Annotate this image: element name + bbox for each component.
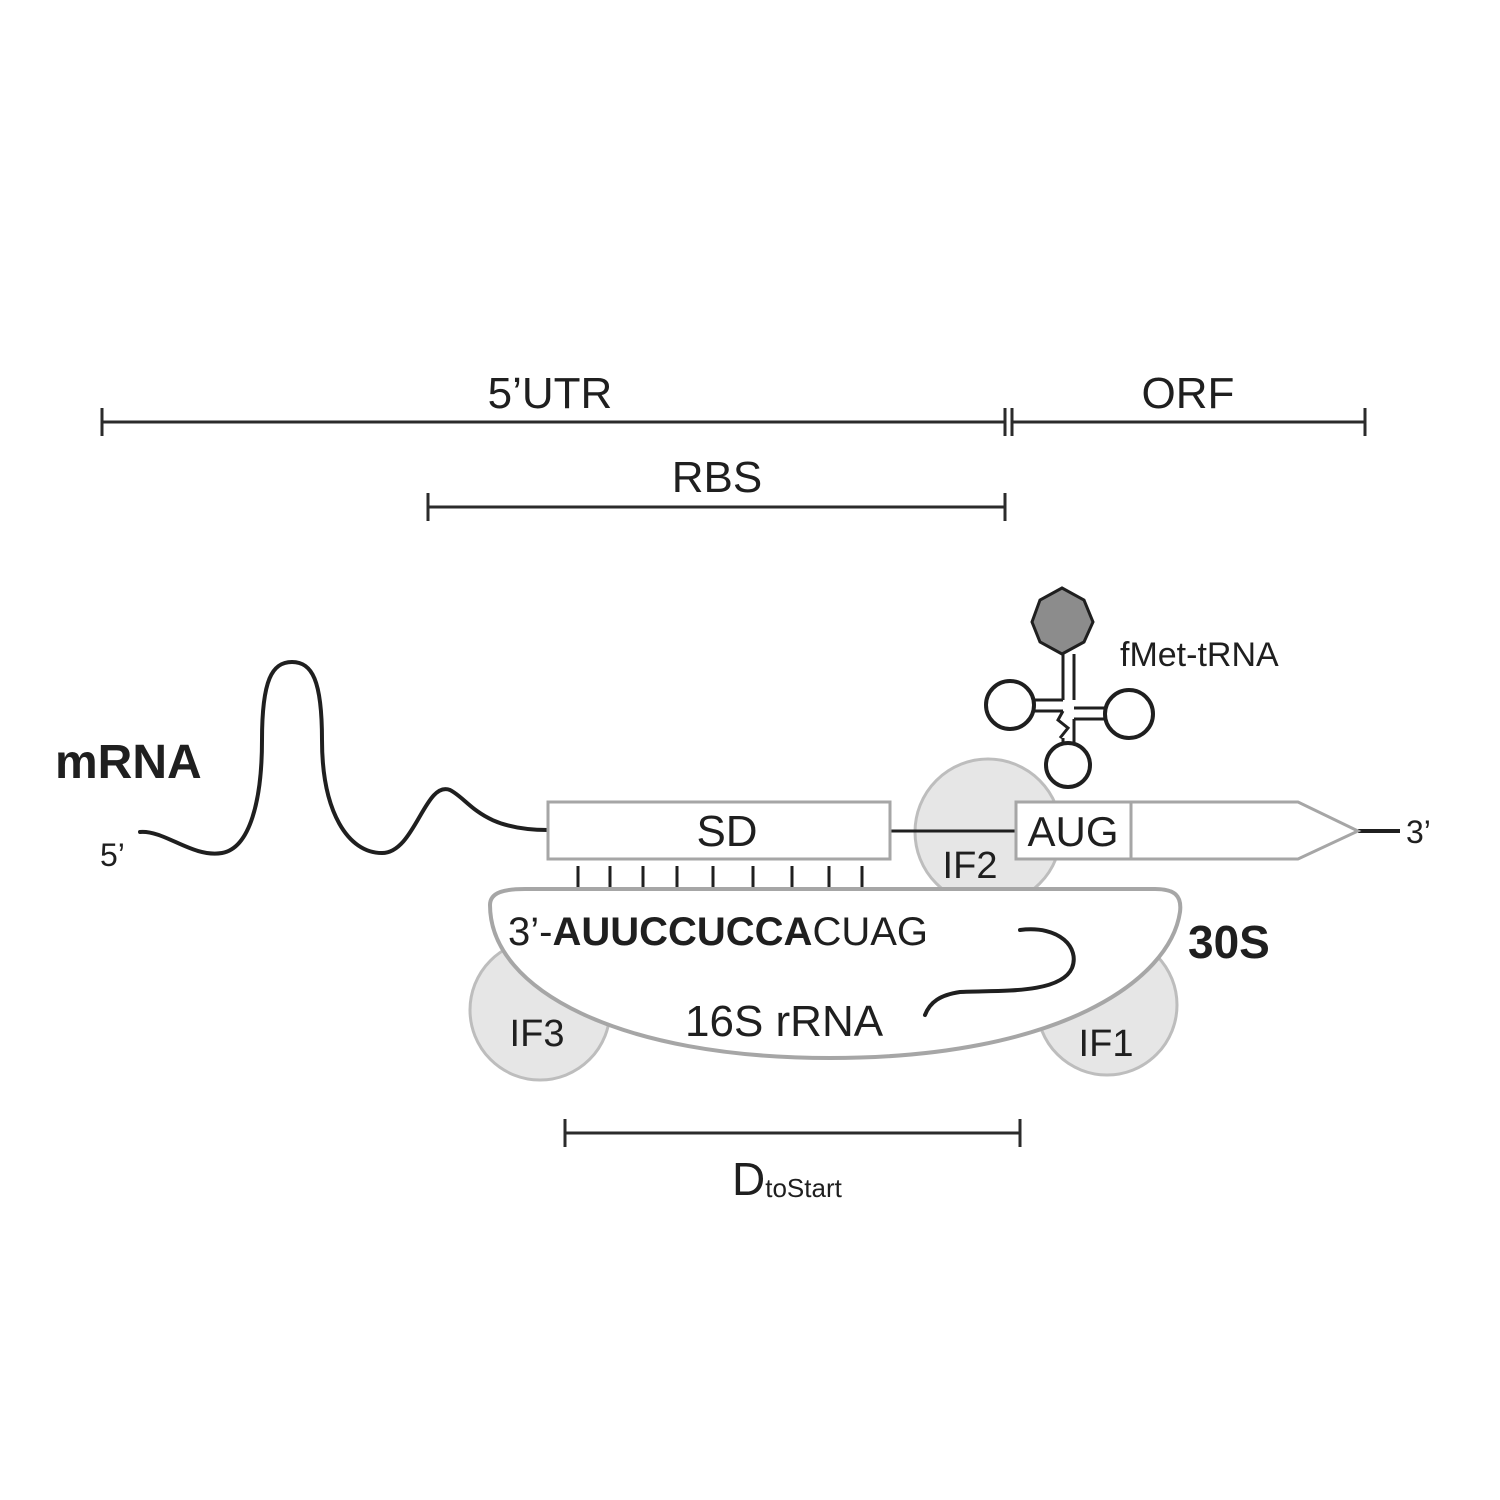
utr5-label: 5’UTR — [488, 369, 613, 418]
dtostart-subscript: toStart — [765, 1173, 842, 1203]
mrna-strand — [138, 659, 550, 856]
base-pairing-ticks — [576, 866, 864, 888]
ribosome-30s-subunit — [487, 887, 1183, 1061]
mrna-label: mRNA — [55, 736, 202, 789]
sd-complement-sequence: AUUCCUCCA — [552, 910, 812, 954]
mrna-3prime-label: 3’ — [1406, 814, 1431, 850]
sd-label: SD — [696, 807, 757, 856]
rbs-bracket — [426, 493, 1007, 521]
aug-label: AUG — [1027, 808, 1118, 855]
rrna-sequence: 3’-AUUCCUCCACUAG — [508, 910, 928, 954]
utr5-bracket — [100, 408, 1007, 436]
orf-arrow — [1014, 800, 1362, 861]
dtostart-label: DtoStart — [732, 1153, 843, 1205]
if2-label: IF2 — [943, 845, 998, 887]
rrna-tail-sequence: CUAG — [812, 910, 928, 954]
rbs-label: RBS — [672, 453, 762, 502]
rrna-3prime-prefix: 3’- — [508, 910, 552, 954]
rrna-strand — [923, 927, 1076, 1017]
rrna-label: 16S rRNA — [685, 997, 884, 1046]
dtostart-bracket — [563, 1119, 1022, 1147]
fmet-trna — [984, 586, 1155, 789]
fmet-hexagon — [1030, 586, 1095, 656]
trna-anticodon-loop — [1044, 741, 1092, 789]
sd-box — [546, 800, 892, 861]
trna-d-loop — [984, 679, 1036, 731]
if3-label: IF3 — [510, 1013, 565, 1055]
ribosome-label: 30S — [1188, 916, 1270, 968]
mrna-5prime-label: 5’ — [100, 837, 125, 873]
orf-bracket — [1010, 408, 1367, 436]
fmet-trna-label: fMet-tRNA — [1120, 636, 1279, 674]
if1-label: IF1 — [1079, 1023, 1134, 1065]
dtostart-main: D — [732, 1153, 765, 1205]
trna-t-loop — [1103, 688, 1155, 740]
orf-label: ORF — [1142, 369, 1235, 418]
